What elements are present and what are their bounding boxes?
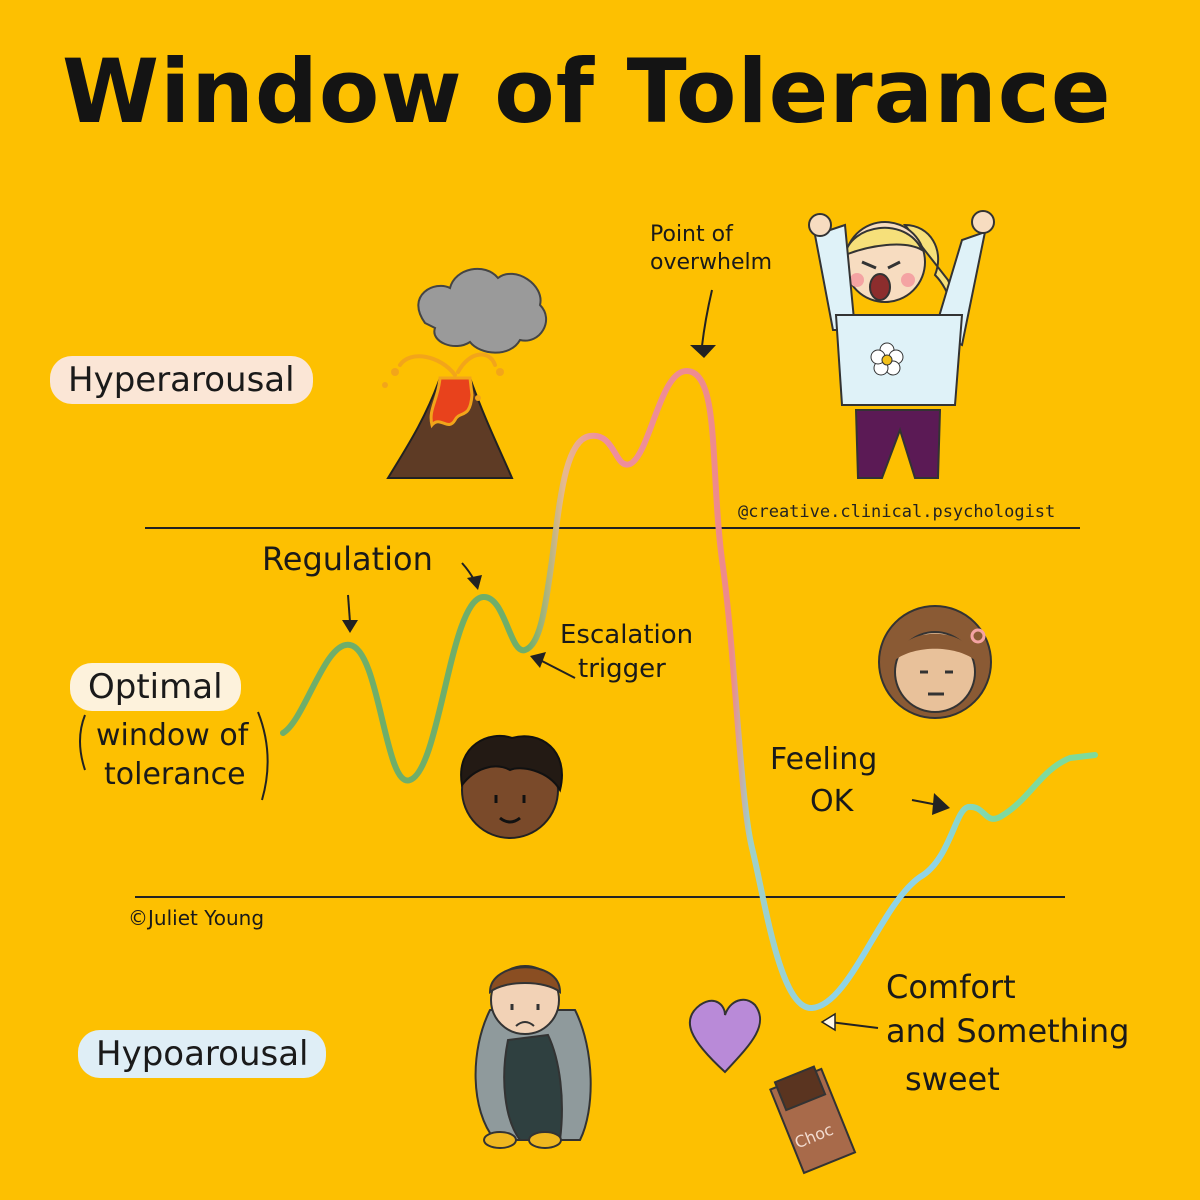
overwhelm-arrow (690, 289, 716, 358)
chocolate-icon (769, 1065, 857, 1175)
comfort-arrow (820, 1012, 879, 1032)
optimal-sub-line-2: tolerance (104, 757, 246, 792)
escalation-arrow (530, 652, 576, 679)
calm-boy-face-icon (460, 734, 563, 839)
arousal-curve (280, 367, 1098, 1012)
calm-girl-face-icon (878, 605, 992, 719)
escalation-label-line-1: Escalation (560, 620, 694, 650)
feeling-ok-arrow (911, 793, 950, 815)
overwhelm-label-line-1: Point of (650, 222, 733, 247)
sad-boy-icon (474, 965, 592, 1149)
feeling-ok-label-line-1: Feeling (770, 742, 878, 777)
optimal-right-bracket (257, 711, 269, 801)
volcano-icon (382, 268, 547, 479)
angry-girl-icon (808, 210, 995, 479)
escalation-label-line-2: trigger (578, 654, 666, 684)
feeling-ok-label-line-2: OK (810, 784, 854, 819)
regulation-label: Regulation (262, 540, 433, 578)
comfort-label-line-3: sweet (905, 1060, 1000, 1098)
regulation-arrow-right (461, 562, 482, 590)
page-title: Window of Tolerance (62, 40, 1112, 143)
optimal-left-bracket (79, 714, 86, 771)
comfort-label-line-1: Comfort (886, 968, 1016, 1006)
comfort-label-line-2: and Something (886, 1012, 1130, 1050)
hypoarousal-label: Hypoarousal (78, 1030, 327, 1078)
author-credit: ©Juliet Young (128, 906, 265, 930)
heart-icon (688, 998, 762, 1074)
overwhelm-label-line-2: overwhelm (650, 250, 773, 275)
regulation-arrow-left (342, 594, 358, 633)
creator-handle: @creative.clinical.psychologist (738, 502, 1056, 522)
hyperarousal-label: Hyperarousal (50, 356, 313, 404)
optimal-sub-line-1: window of (96, 718, 249, 753)
optimal-label: Optimal (70, 663, 241, 711)
